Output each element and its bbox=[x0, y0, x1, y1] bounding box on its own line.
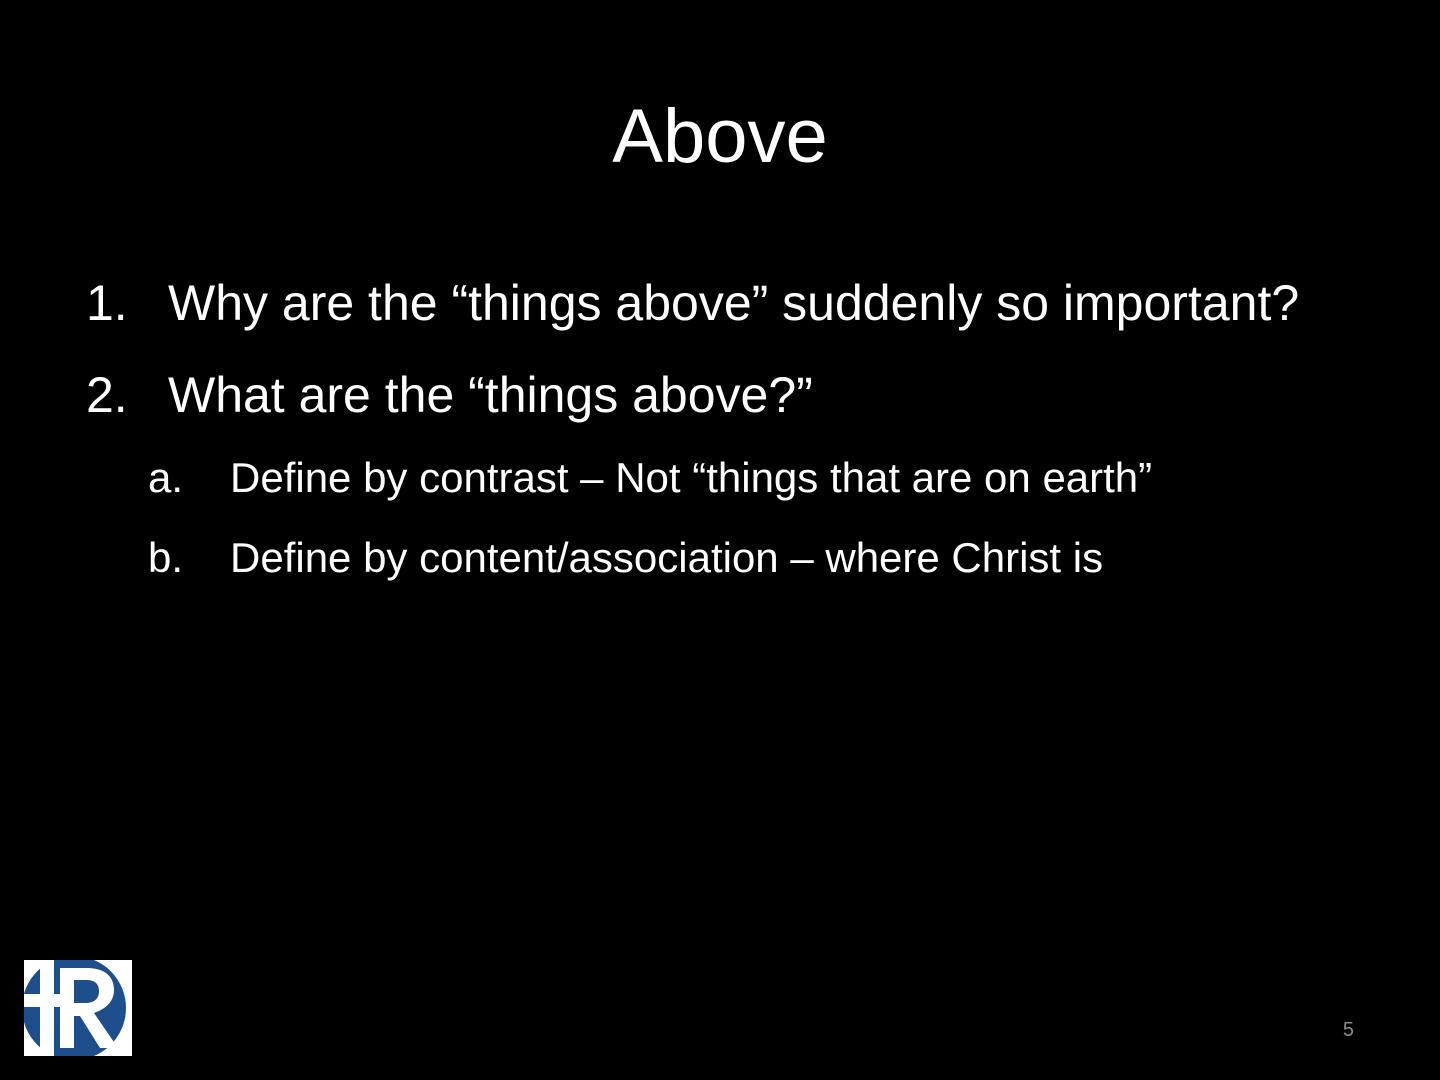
list-item-number: 2. bbox=[86, 367, 128, 423]
sub-list-item: a. Define by contrast – Not “things that… bbox=[148, 448, 1376, 508]
list-item-text: Why are the “things above” suddenly so i… bbox=[168, 275, 1300, 331]
sub-list-item-text: Define by content/association – where Ch… bbox=[230, 534, 1104, 581]
slide-content: 1. Why are the “things above” suddenly s… bbox=[86, 268, 1376, 612]
cross-r-logo-icon bbox=[24, 960, 132, 1056]
list-item: 1. Why are the “things above” suddenly s… bbox=[86, 268, 1376, 338]
sub-list-item-letter: a. bbox=[148, 454, 184, 501]
list-item-number: 1. bbox=[86, 275, 128, 331]
sub-list-item-text: Define by contrast – Not “things that ar… bbox=[230, 454, 1153, 501]
slide-title: Above bbox=[612, 94, 828, 179]
sub-list-item-letter: b. bbox=[148, 534, 184, 581]
page-number: 5 bbox=[1342, 1019, 1354, 1041]
list-item: 2. What are the “things above?” bbox=[86, 360, 1376, 430]
list-item-text: What are the “things above?” bbox=[168, 367, 813, 423]
sub-list-item: b. Define by content/association – where… bbox=[148, 528, 1376, 588]
